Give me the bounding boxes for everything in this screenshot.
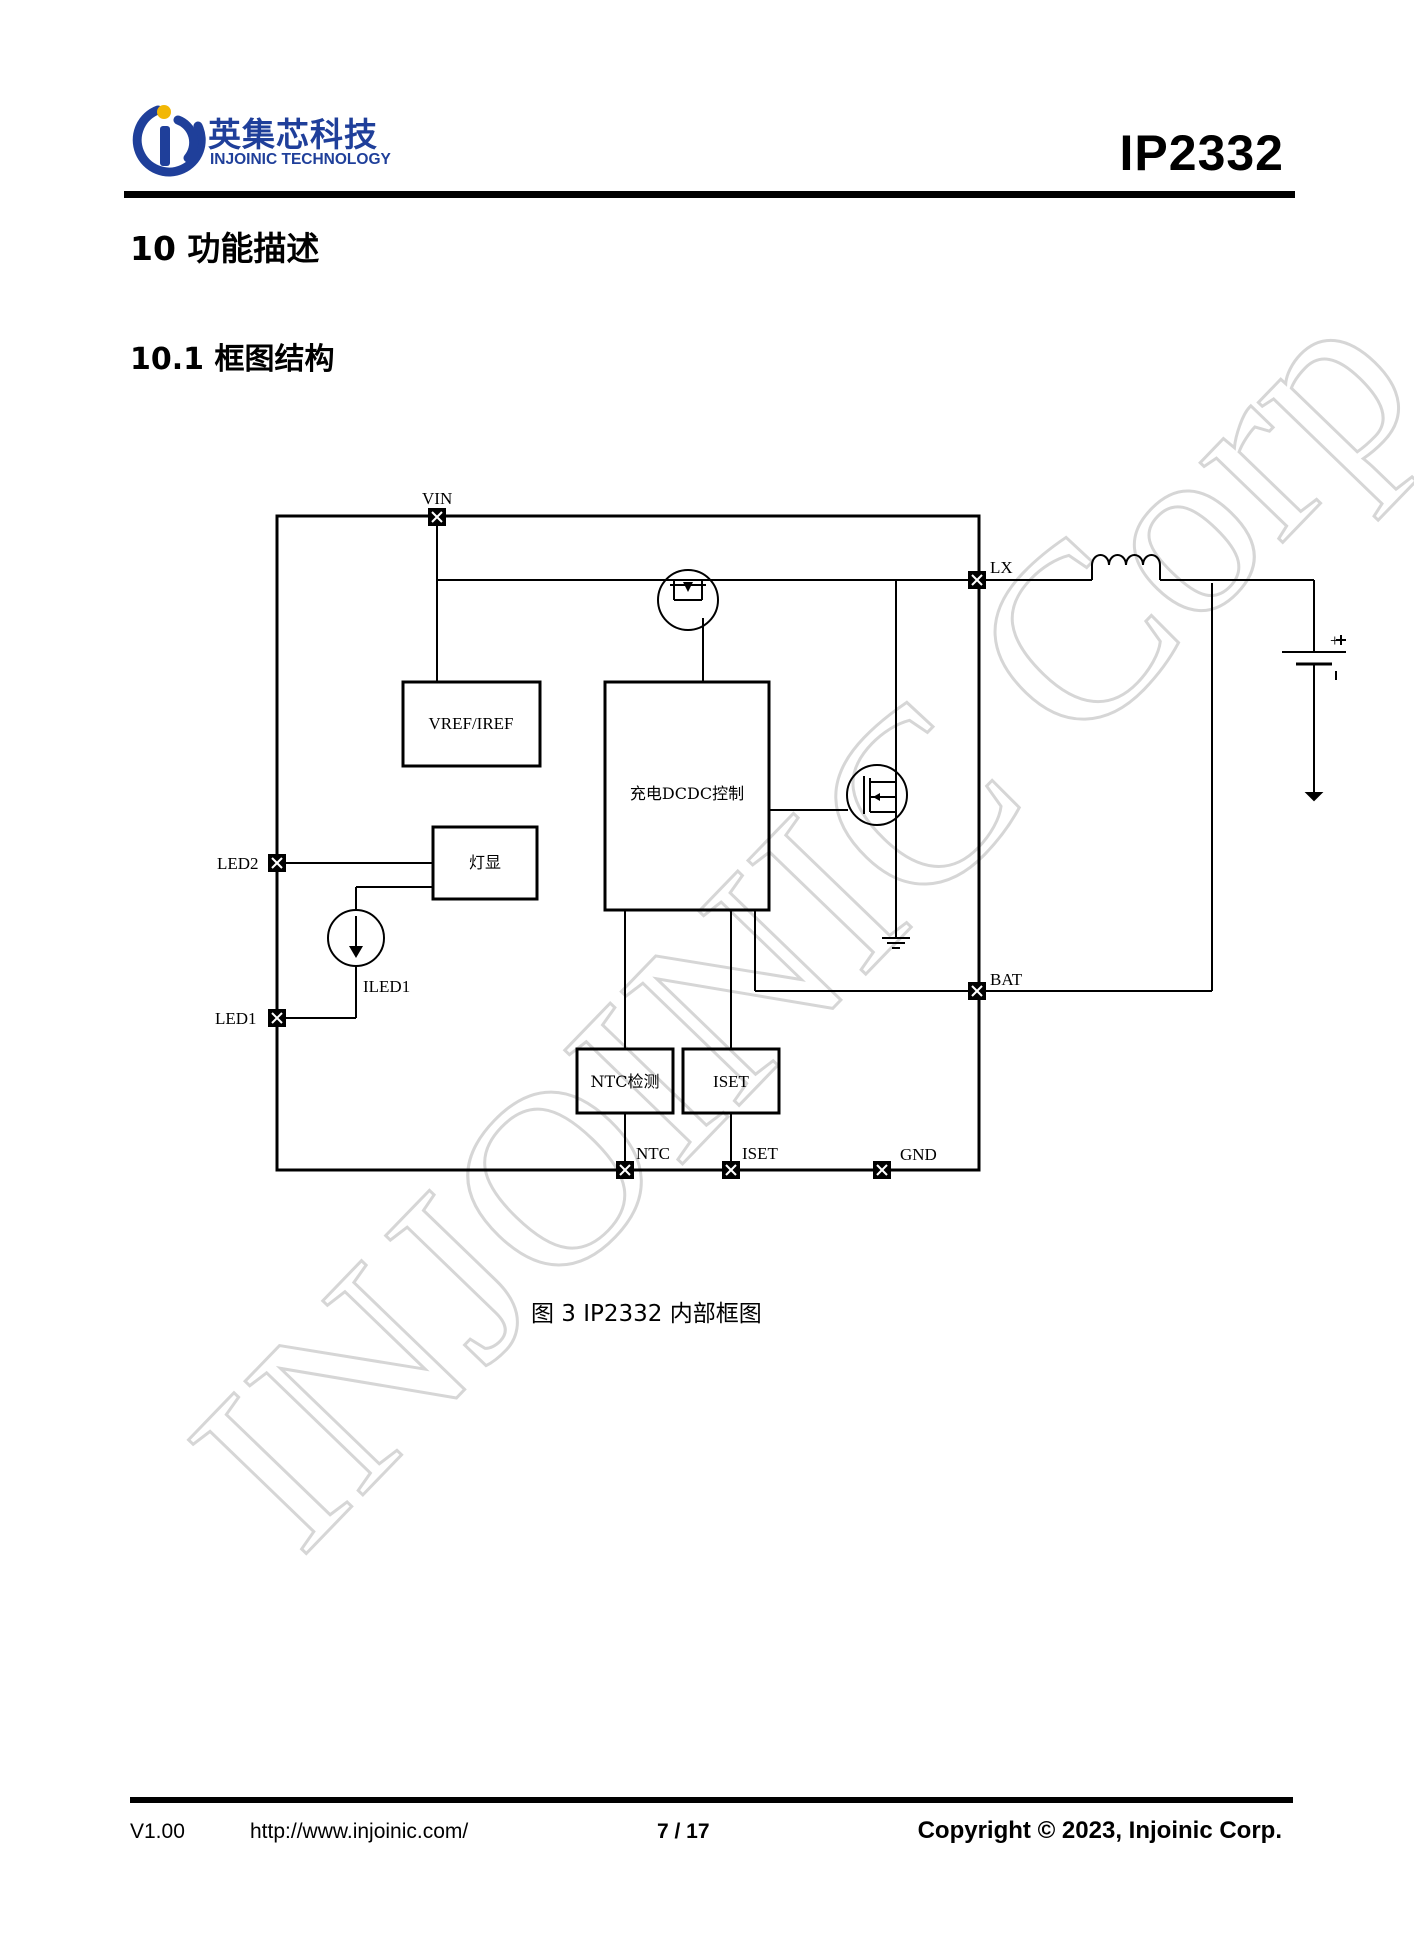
- header-divider: [124, 191, 1295, 198]
- pin-label-led1: LED1: [215, 1009, 257, 1028]
- section-heading: 10 功能描述: [130, 229, 320, 268]
- ntc-detect-label: NTC检测: [591, 1072, 660, 1091]
- pin-label-lx: LX: [990, 558, 1013, 577]
- footer-copyright: Copyright © 2023, Injoinic Corp.: [917, 1817, 1282, 1844]
- pin-label-gnd: GND: [900, 1145, 937, 1164]
- footer-url-link[interactable]: http://www.injoinic.com/: [250, 1820, 469, 1843]
- watermark-text: INJOINIC Corp.: [140, 197, 1414, 1598]
- dcdc-control-block: [603, 680, 771, 912]
- pin-pad-vin: [428, 508, 446, 526]
- logo-chinese-text: 英集芯科技: [208, 115, 378, 154]
- pin-pad-led1: [268, 1009, 286, 1027]
- watermark: INJOINIC Corp.: [139, 195, 1414, 1599]
- footer-version: V1.00: [130, 1820, 185, 1843]
- pin-label-ntc: NTC: [636, 1144, 670, 1163]
- low-side-switch-icon: [846, 764, 908, 826]
- pin-label-led2: LED2: [217, 854, 259, 873]
- high-side-switch-icon: [657, 569, 719, 631]
- iset-block-label: ISET: [713, 1072, 750, 1091]
- pin-label-vin: VIN: [422, 489, 452, 508]
- document-title: IP2332: [1119, 125, 1284, 181]
- dcdc-control-label: 充电DCDC控制: [630, 784, 744, 803]
- led-display-label: 灯显: [469, 853, 501, 872]
- figure-caption: 图 3 IP2332 内部框图: [531, 1301, 762, 1327]
- pin-pad-gnd: [873, 1161, 891, 1179]
- pin-pad-lx: [968, 571, 986, 589]
- iset-block: [681, 1047, 781, 1115]
- pin-label-iset: ISET: [742, 1144, 779, 1163]
- footer-divider: [130, 1797, 1293, 1803]
- pin-pad-iset: [722, 1161, 740, 1179]
- vref-iref-block: [401, 680, 542, 768]
- company-logo: 英集芯科技 INJOINIC TECHNOLOGY: [128, 98, 398, 178]
- vref-iref-label: VREF/IREF: [428, 714, 513, 733]
- logo-english-text: INJOINIC TECHNOLOGY: [210, 151, 391, 168]
- pin-pad-bat: [968, 982, 986, 1000]
- pin-pad-led2: [268, 854, 286, 872]
- current-source-icon: [327, 909, 385, 967]
- subsection-heading: 10.1 框图结构: [130, 342, 335, 377]
- logo-mark-icon: [132, 105, 206, 177]
- led-display-block: [431, 825, 539, 901]
- pin-label-bat: BAT: [990, 970, 1023, 989]
- footer-page-number: 7 / 17: [657, 1820, 710, 1843]
- label-iled1: ILED1: [363, 977, 410, 996]
- ntc-detect-block: [575, 1047, 675, 1115]
- pin-pad-ntc: [616, 1161, 634, 1179]
- battery-plus-label: +: [1330, 631, 1340, 650]
